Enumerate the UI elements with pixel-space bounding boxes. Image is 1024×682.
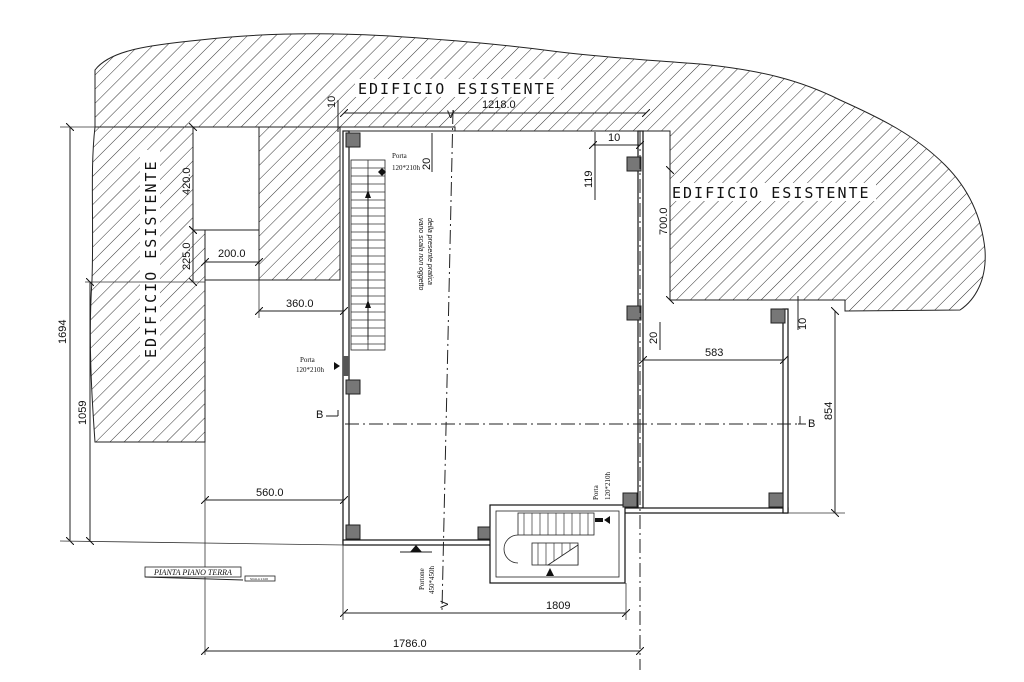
dimension-119: 119 bbox=[583, 170, 595, 188]
svg-text:450*450h: 450*450h bbox=[428, 566, 436, 595]
dimension-1218: 1218.0 bbox=[482, 99, 516, 111]
svg-text:120*210h: 120*210h bbox=[604, 472, 612, 501]
existing-building-label-top: EDIFICIO ESISTENTE bbox=[358, 80, 557, 98]
dimension-1786: 1786.0 bbox=[393, 638, 427, 650]
wall-annex-right bbox=[782, 308, 789, 514]
dimension-200: 200.0 bbox=[218, 248, 246, 260]
dimension-225: 225.0 bbox=[181, 242, 193, 270]
svg-text:Porta: Porta bbox=[592, 484, 600, 500]
section-label-v-top: V bbox=[447, 109, 455, 121]
dimension-10-right: 10 bbox=[608, 132, 620, 144]
door-left: Porta 120*210h bbox=[296, 356, 349, 376]
dimension-20-mid: 20 bbox=[648, 332, 660, 344]
dimension-583: 583 bbox=[705, 347, 723, 359]
svg-text:120*210h: 120*210h bbox=[296, 366, 325, 374]
svg-text:Porta: Porta bbox=[392, 152, 408, 160]
dimension-420: 420.0 bbox=[181, 167, 193, 195]
main-gate: Portone 450*450h bbox=[400, 545, 436, 594]
pillar bbox=[345, 132, 361, 148]
door-top: Porta 120*210h bbox=[378, 152, 421, 176]
svg-text:PIANTA PIANO TERRA: PIANTA PIANO TERRA bbox=[153, 568, 232, 577]
door-right: Porta 120*210h bbox=[592, 472, 612, 524]
dimension-1809: 1809 bbox=[546, 600, 570, 612]
existing-building-top-right bbox=[94, 33, 986, 312]
dimension-700: 700.0 bbox=[658, 207, 670, 235]
section-label-b-left: B bbox=[316, 409, 323, 421]
stair-note-line-2: della presente pratica bbox=[426, 218, 433, 285]
courtyard-area-lower bbox=[204, 229, 260, 281]
pillar bbox=[477, 526, 491, 540]
staircase-main bbox=[350, 159, 386, 351]
section-label-b-right: B bbox=[808, 418, 815, 430]
wall-annex-bottom bbox=[619, 507, 789, 514]
pillar bbox=[345, 379, 361, 395]
dimension-1059: 1059 bbox=[77, 401, 89, 425]
pillar bbox=[768, 492, 784, 508]
wall-bottom-left bbox=[342, 539, 494, 546]
dimension-10-mid: 10 bbox=[797, 318, 809, 330]
dimension-1694: 1694 bbox=[57, 320, 69, 344]
dimension-360: 360.0 bbox=[286, 298, 314, 310]
dimension-20-top: 20 bbox=[421, 158, 433, 170]
section-line-v bbox=[441, 109, 454, 611]
dimension-10-top: 10 bbox=[326, 96, 338, 108]
plan-title-block: PIANTA PIANO TERRA SCALA 1:100 bbox=[144, 566, 276, 582]
stair-note-line-1: vano scala non oggetto bbox=[417, 218, 424, 290]
wall-left bbox=[342, 130, 350, 544]
svg-text:Porta: Porta bbox=[300, 356, 316, 364]
staircase-annex bbox=[503, 512, 595, 576]
svg-text:Portone: Portone bbox=[418, 568, 426, 590]
svg-text:120*210h: 120*210h bbox=[392, 164, 421, 172]
pillar bbox=[770, 308, 786, 324]
section-label-v-bottom: V bbox=[439, 600, 451, 608]
pillar bbox=[622, 492, 638, 508]
svg-text:SCALA 1:100: SCALA 1:100 bbox=[250, 577, 268, 581]
courtyard-area bbox=[192, 126, 260, 231]
pillar bbox=[626, 156, 642, 172]
pillar bbox=[345, 524, 361, 540]
pillar bbox=[626, 305, 642, 321]
dimension-854: 854 bbox=[823, 402, 835, 420]
existing-building-label-left: EDIFICIO ESISTENTE bbox=[142, 159, 160, 358]
existing-building-label-right: EDIFICIO ESISTENTE bbox=[672, 184, 871, 202]
dimension-560: 560.0 bbox=[256, 487, 284, 499]
